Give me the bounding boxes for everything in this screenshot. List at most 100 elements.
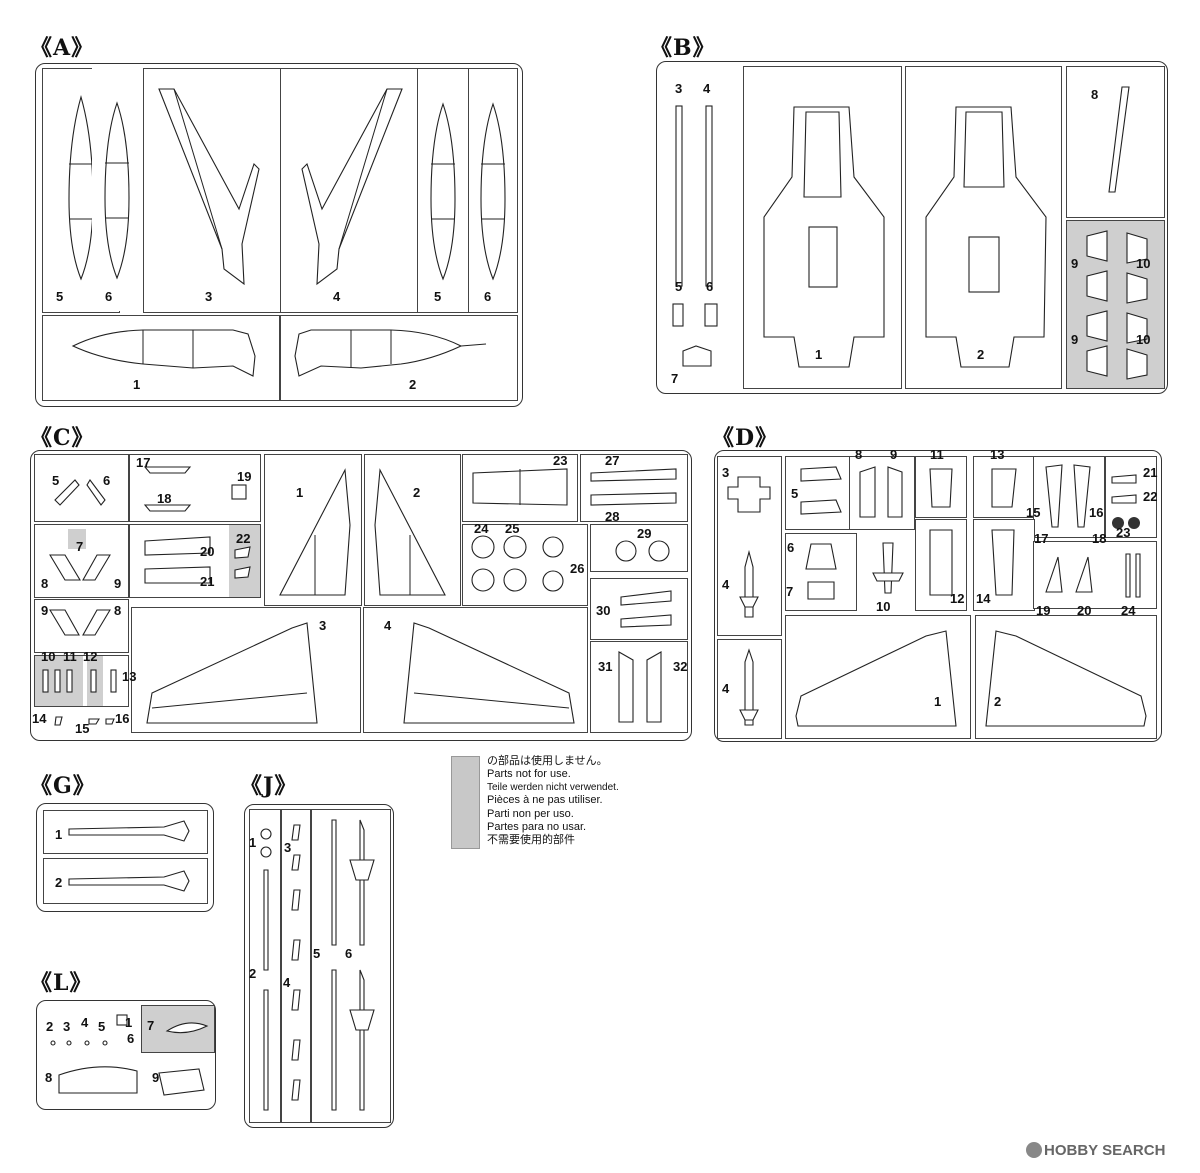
rudder-drawing	[795, 630, 957, 727]
part-label: 10	[1136, 332, 1151, 347]
part-label: 13	[122, 669, 137, 684]
sprue-d-frame	[714, 450, 1162, 742]
sprue-c-cell-27-28	[580, 454, 688, 522]
legend-line-es: Partes para no usar.	[487, 821, 587, 833]
part-label: 17	[1034, 531, 1049, 546]
missile-part-drawing	[739, 648, 759, 726]
part-label: 11	[63, 649, 77, 664]
part-label: 4	[283, 975, 291, 990]
part-label: 10	[41, 649, 56, 664]
legend-line-en: Parts not for use.	[487, 768, 571, 780]
sprue-c-cell-30	[590, 578, 688, 640]
panel-parts-drawing	[859, 466, 903, 518]
sprue-c-cell-14-16	[34, 709, 127, 733]
sprue-d-cell-14	[973, 519, 1035, 611]
part-label: 1	[55, 827, 63, 842]
fin-parts-drawing	[291, 824, 301, 1101]
small-parts-drawing	[50, 1014, 128, 1046]
part-label: 5	[434, 289, 442, 304]
sprue-b-cell-1	[743, 66, 902, 389]
sprue-a-cell-4	[280, 68, 418, 313]
part-label: 29	[637, 526, 652, 541]
sprue-l-cell-7-unused	[141, 1005, 215, 1053]
panel-part-drawing	[929, 468, 953, 508]
part-label: 21	[200, 574, 215, 589]
sprue-j-frame	[244, 804, 394, 1128]
part-label: 3	[284, 840, 292, 855]
wing-part-drawing	[301, 88, 403, 286]
part-label: 3	[319, 618, 327, 633]
part-label: 10	[1136, 256, 1151, 271]
part-label: 20	[200, 544, 215, 559]
tank-part-drawing	[104, 101, 130, 280]
part-label: 3	[675, 81, 683, 96]
part-label: 4	[722, 577, 730, 592]
part-label: 5	[52, 473, 60, 488]
sprue-c-cell-8-9b	[34, 599, 129, 653]
tail-fin-drawing	[279, 468, 351, 596]
pylon-parts-drawing	[620, 590, 672, 628]
sprue-c-cell-5-6	[34, 454, 129, 522]
strut-parts-drawing	[54, 479, 106, 506]
legend-line-de: Teile werden nicht verwendet.	[487, 782, 619, 793]
small-parts-drawing	[54, 716, 115, 726]
part-label: 22	[1143, 489, 1158, 504]
sprue-j-title: 《J》	[240, 773, 298, 799]
bay-part-drawing	[472, 468, 568, 506]
part-label: 5	[675, 279, 683, 294]
part-label: 2	[994, 694, 1002, 709]
sprue-b-cell-9-10-unused	[1066, 220, 1165, 389]
part-label: 2	[46, 1019, 54, 1034]
part-label: 21	[1143, 465, 1158, 480]
part-label: 1	[249, 835, 257, 850]
part-label: 12	[83, 649, 98, 664]
part-label: 23	[553, 453, 568, 468]
sprue-d-cell-1	[785, 615, 971, 739]
sprue-d-title: 《D》	[712, 425, 779, 451]
sprue-c-cell-10-13	[34, 655, 129, 707]
sprue-c-cell-29	[590, 524, 688, 572]
sprue-c-cell-17-19	[129, 454, 261, 522]
sprue-c-cell-31-32	[590, 641, 688, 733]
part-label: 4	[384, 618, 392, 633]
panel-part-drawing	[929, 529, 953, 596]
sprue-g-cell-2	[43, 858, 208, 904]
sprue-l-cell-8-9	[39, 1055, 211, 1105]
part-label: 9	[1071, 256, 1079, 271]
drop-tank-drawing	[68, 820, 190, 842]
sprue-d-cell-11	[915, 456, 967, 518]
part-label: 20	[1077, 603, 1092, 618]
part-label: 9	[890, 447, 898, 462]
part-label: 6	[127, 1031, 135, 1046]
gear-parts-drawing	[143, 466, 247, 512]
seat-parts-drawing	[800, 466, 842, 515]
sprue-g-frame	[36, 803, 214, 912]
sprue-b-cell-2	[905, 66, 1062, 389]
sprue-a-cell-6b	[468, 68, 518, 313]
part-label: 26	[570, 561, 585, 576]
sprue-c-cell-24-26	[462, 524, 588, 606]
tail-fin-drawing	[374, 468, 446, 596]
part-label: 27	[605, 453, 620, 468]
part-label: 6	[484, 289, 492, 304]
part-label: 14	[32, 711, 47, 726]
stabilizer-drawing	[403, 622, 575, 724]
sprue-c-cell-20-22	[129, 524, 261, 598]
part-label: 32	[673, 659, 688, 674]
part-label: 6	[706, 279, 714, 294]
part-label: 7	[76, 539, 84, 554]
sprue-l-title: 《L》	[30, 970, 93, 996]
part-label: 1	[133, 377, 141, 392]
part-label: 8	[114, 603, 122, 618]
sprue-d-cell-17-24	[1033, 541, 1157, 609]
part-label: 4	[703, 81, 711, 96]
cockpit-tub-drawing	[763, 106, 885, 368]
wing-part-drawing	[158, 88, 260, 286]
gear-door-parts-drawing	[49, 609, 111, 636]
sprue-b-frame	[656, 61, 1168, 394]
sprue-a-cell-5b	[417, 68, 469, 313]
sprue-d-cell-3-4	[717, 456, 782, 636]
sprue-l-frame	[36, 1000, 216, 1110]
sprue-d-cell-5	[785, 456, 857, 530]
part-label: 19	[1036, 603, 1051, 618]
